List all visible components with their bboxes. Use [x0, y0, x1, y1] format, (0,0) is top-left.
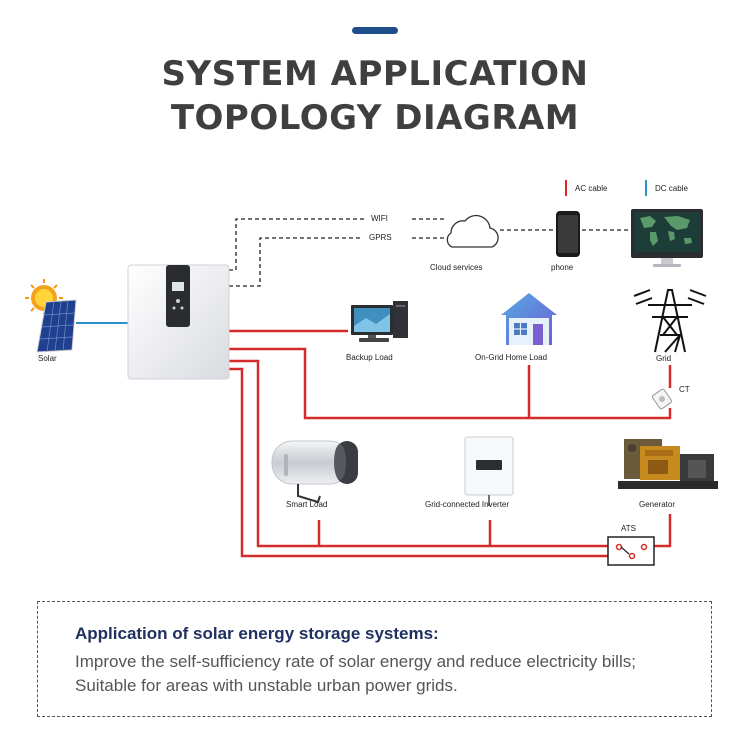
gprs-line: [229, 237, 362, 287]
title-line-1: SYSTEM APPLICATION: [161, 54, 589, 94]
comm-lines: [229, 218, 633, 287]
info-title: Application of solar energy storage syst…: [75, 624, 439, 643]
generator-icon: [618, 439, 718, 489]
ats-switch: [607, 536, 655, 566]
title-line-2: TOPOLOGY DIAGRAM: [170, 98, 580, 138]
hybrid-inverter: [127, 264, 230, 380]
legend: AC cable DC cable: [565, 180, 688, 196]
computer-icon: [351, 301, 408, 342]
backup-label: Backup Load: [346, 353, 393, 362]
ac-generator-line: [654, 514, 672, 548]
solar-label: Solar: [38, 354, 57, 363]
grid-label: Grid: [656, 354, 671, 363]
page-title: SYSTEM APPLICATION TOPOLOGY DIAGRAM: [0, 52, 750, 140]
monitor-icon: [631, 209, 703, 267]
gprs-label: GPRS: [369, 233, 392, 242]
generator-label: Generator: [639, 500, 675, 509]
house-icon: [501, 293, 557, 345]
ats-label: ATS: [621, 524, 636, 533]
phone-icon: [556, 211, 580, 257]
inverter-screen: [172, 282, 184, 291]
topology-diagram: AC cable DC cable WIFI GPRS: [25, 180, 718, 566]
smart-load-label: Smart Load: [286, 500, 327, 509]
legend-dc-label: DC cable: [655, 184, 688, 193]
info-body: Improve the self-sufficiency rate of sol…: [75, 652, 636, 695]
ct-label: CT: [679, 385, 690, 394]
legend-ac-label: AC cable: [575, 184, 608, 193]
cloud-label: Cloud services: [430, 263, 482, 272]
accent-bar: [352, 27, 398, 34]
cloud-icon: [446, 214, 499, 248]
wifi-label: WIFI: [371, 214, 388, 223]
ac-cables: [229, 329, 672, 558]
phone-label: phone: [551, 263, 574, 272]
solar-panel-icon: [25, 279, 77, 353]
ac-ats-line-1: [229, 359, 612, 548]
wifi-line: [229, 218, 364, 271]
ac-ats-line-2: [229, 367, 628, 558]
grid-inverter-icon: [464, 436, 514, 506]
pylon-icon: [633, 289, 707, 353]
ac-grid-line: [229, 347, 672, 420]
inverter-display-panel: [166, 265, 190, 327]
water-heater-icon: [271, 440, 358, 504]
ct-icon: [651, 388, 673, 410]
home-label: On-Grid Home Load: [475, 353, 547, 362]
inverter-label: Grid-connected Inverter: [425, 500, 509, 509]
info-box: Application of solar energy storage syst…: [37, 601, 712, 717]
